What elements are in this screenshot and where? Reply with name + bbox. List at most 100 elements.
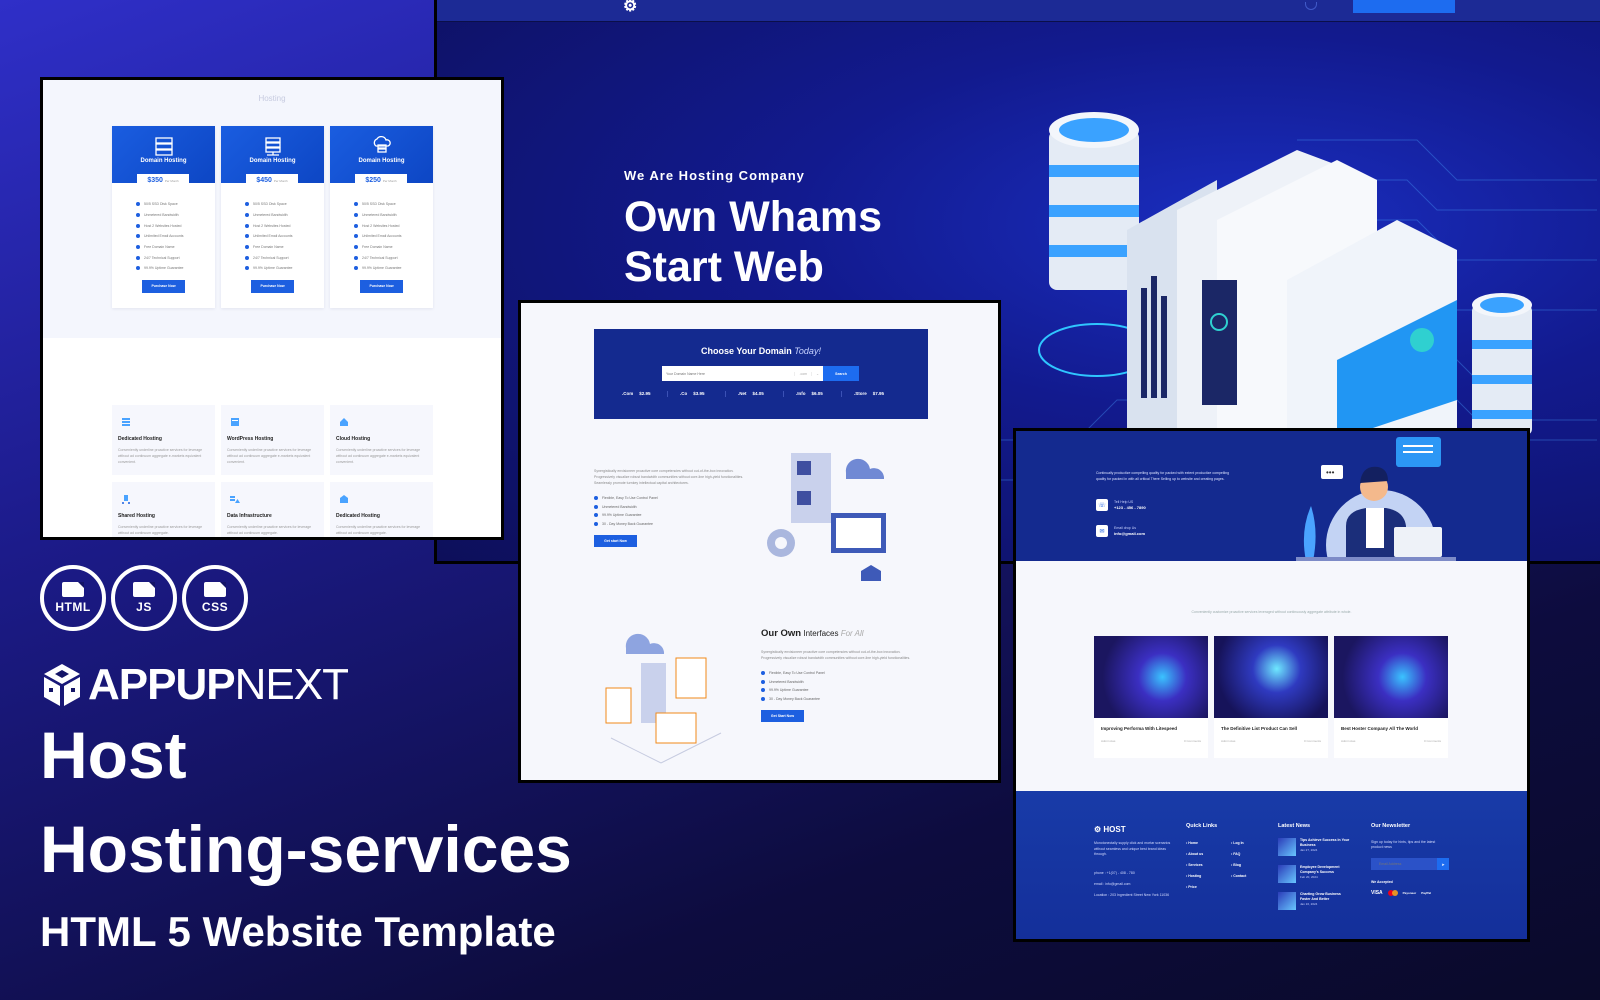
plan-name: Domain Hosting xyxy=(358,158,405,164)
nav-cta-button[interactable] xyxy=(1353,0,1455,13)
wordpress-icon xyxy=(231,418,239,426)
purchase-button[interactable]: Purchase Now xyxy=(251,279,294,293)
cloud-network-illustration xyxy=(605,633,722,764)
news-item[interactable]: Charting Grow Business Faster And Better… xyxy=(1278,892,1350,919)
pricing-card: Domain Hosting $250 Per Month 50/5 SSD D… xyxy=(330,126,433,308)
feature-item: 99.9% Uptime Guarantee xyxy=(136,263,215,274)
service-card[interactable]: Dedicated Hosting Conveniently underline… xyxy=(330,482,433,537)
plan-name: Domain Hosting xyxy=(249,158,296,164)
service-card[interactable]: Data Infrastructure Conveniently underli… xyxy=(221,482,324,537)
blog-title[interactable]: Best Hoster Company All The World xyxy=(1341,726,1419,731)
tld-price-list: .Com$2.95 .Co$3.95 .Net$4.05 .Info$6.05 … xyxy=(622,391,912,397)
domain-screenshot: Choose Your Domain Today! .com ⌄ Search … xyxy=(518,300,1001,783)
footer-link[interactable]: Log In xyxy=(1231,841,1246,845)
news-thumbnail xyxy=(1278,838,1296,856)
interfaces-title-accent: For All xyxy=(838,629,864,638)
price-value: $450 xyxy=(256,177,272,184)
tld-select[interactable]: .com xyxy=(794,371,811,376)
service-card[interactable]: Shared Hosting Conveniently underline pr… xyxy=(112,482,215,537)
pricing-heading: Hosting xyxy=(258,94,286,103)
accepted-label: We Accepted xyxy=(1371,880,1393,884)
plan-features: 50/5 SSD Disk Space Unmetered Bandwidth … xyxy=(136,199,215,274)
blog-card[interactable]: Best Hoster Company All The World Admin … xyxy=(1334,636,1448,758)
service-card[interactable]: Dedicated Hosting Conveniently underline… xyxy=(112,405,215,475)
news-title: Employee Development Company's Success xyxy=(1300,865,1340,874)
newsletter-text: Sign up today for hints, tips and the la… xyxy=(1371,840,1436,849)
html-badge-icon: HTML xyxy=(40,565,106,631)
footer-about: Monotonectally supply click and mortar s… xyxy=(1094,841,1171,856)
domain-title-part: Domain xyxy=(756,346,792,356)
dedicated-building-icon xyxy=(340,495,348,503)
hero-title-line: Start Web xyxy=(624,243,824,291)
footer-link[interactable]: FAQ xyxy=(1231,852,1246,856)
domain-search-button[interactable]: Search xyxy=(823,366,859,381)
product-category: Hosting-services xyxy=(40,812,572,886)
feature-item: Host 2 Websites Hosted xyxy=(245,220,324,231)
blog-card[interactable]: Improving Performa With Litespeed Admin … xyxy=(1094,636,1208,758)
hero-title-line: Own Whams xyxy=(624,193,883,241)
check-item: Unmetered Bandwidth xyxy=(594,503,744,512)
purchase-button[interactable]: Purchase Now xyxy=(142,279,185,293)
file-icon xyxy=(133,582,155,597)
user-icon[interactable] xyxy=(1305,2,1317,10)
tld-ext: .Com xyxy=(622,391,634,396)
get-started-button[interactable]: Get start Now xyxy=(594,535,637,547)
footer-link[interactable]: Contact xyxy=(1231,874,1246,878)
price-period: Per Month xyxy=(382,179,397,183)
payment-methods: VISA Payoneer PayPal xyxy=(1371,890,1431,896)
footer-link[interactable]: Hosting xyxy=(1186,874,1203,878)
tld-cost: $7.95 xyxy=(872,391,885,396)
blog-comments: 0 Comments xyxy=(1183,739,1201,743)
price-period: Per Month xyxy=(273,179,288,183)
feature-item: Free Domain Name xyxy=(245,242,324,253)
email-label: Email drop Us xyxy=(1114,526,1136,530)
footer-location: Location : 203 Ingredient Street New Yor… xyxy=(1094,893,1170,897)
blog-title[interactable]: The Definitive List Product Can Sell xyxy=(1221,726,1298,731)
newsletter-email-input[interactable] xyxy=(1371,858,1437,870)
plan-price: $450 Per Month xyxy=(246,174,298,188)
file-icon xyxy=(204,582,226,597)
hero-logo[interactable]: ⚙ xyxy=(623,0,638,15)
feature-item: Unlimited Email Accounts xyxy=(354,231,433,242)
service-card[interactable]: WordPress Hosting Conveniently underline… xyxy=(221,405,324,475)
check-item: 30 - Day Money Back Guarantee xyxy=(761,695,911,704)
hero-tagline: We Are Hosting Company xyxy=(624,168,805,183)
news-title: Tips Achieve Success In Your Business xyxy=(1300,838,1350,847)
footer-link[interactable]: About us xyxy=(1186,852,1203,856)
feature-item: Free Domain Name xyxy=(136,242,215,253)
server-stack-icon xyxy=(154,137,173,156)
blog-image xyxy=(1094,636,1208,718)
send-icon[interactable]: ➤ xyxy=(1437,858,1449,870)
feature-item: 50/5 SSD Disk Space xyxy=(245,199,324,210)
news-title: Charting Grow Business Faster And Better xyxy=(1300,892,1341,901)
interfaces-block: Our Own Interfaces For All Synergistical… xyxy=(761,628,911,722)
footer-link[interactable]: Blog xyxy=(1231,863,1246,867)
about-text: Synergistically envisioneer proactive co… xyxy=(594,469,744,485)
support-agent-illustration: ••• xyxy=(1296,437,1456,561)
pricing-card: Domain Hosting $350 Per Month 50/5 SSD D… xyxy=(112,126,215,308)
footer-logo[interactable]: ⚙ HOST xyxy=(1094,825,1126,834)
get-started-button[interactable]: Get Start Now xyxy=(761,710,804,722)
badge-label: JS xyxy=(136,600,152,614)
footer-link[interactable]: Price xyxy=(1186,885,1203,889)
purchase-button[interactable]: Purchase Now xyxy=(360,279,403,293)
footer-link[interactable]: Home xyxy=(1186,841,1203,845)
blog-card[interactable]: The Definitive List Product Can Sell Adm… xyxy=(1214,636,1328,758)
tld-cost: $2.95 xyxy=(639,391,651,396)
service-title: WordPress Hosting xyxy=(227,436,274,442)
check-item: Unmetered Bandwidth xyxy=(761,678,911,687)
blog-title[interactable]: Improving Performa With Litespeed xyxy=(1101,726,1177,731)
news-thumbnail xyxy=(1278,892,1296,910)
footer-link[interactable]: Services xyxy=(1186,863,1203,867)
domain-search-input[interactable] xyxy=(662,371,795,376)
feature-item: Unmetered Bandwidth xyxy=(136,210,215,221)
svg-text:•••: ••• xyxy=(1326,468,1335,477)
news-date: Feb 20, 2024 xyxy=(1300,875,1318,879)
service-card[interactable]: Cloud Hosting Conveniently underline pro… xyxy=(330,405,433,475)
feature-item: 99.9% Uptime Guarantee xyxy=(245,263,324,274)
feature-item: 99.9% Uptime Guarantee xyxy=(354,263,433,274)
call-contact[interactable]: ☏ Tell Help US+123 - 456 - 7890 xyxy=(1096,499,1146,511)
